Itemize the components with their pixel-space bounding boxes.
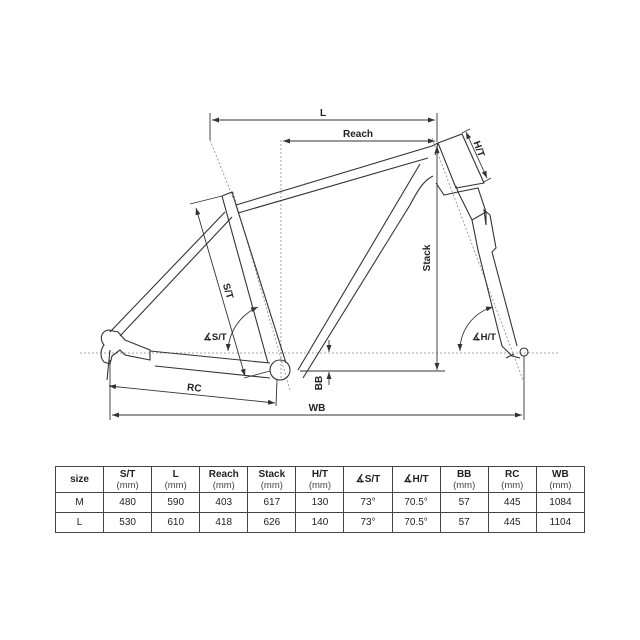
cell-seat-tube: 530 bbox=[103, 512, 153, 533]
header-chainstay: RC(mm) bbox=[487, 466, 537, 493]
label-wheelbase: WB bbox=[309, 403, 326, 414]
header-seat-tube: S/T(mm) bbox=[103, 466, 153, 493]
dimension-chainstay: RC bbox=[108, 379, 278, 407]
label-chainstay: RC bbox=[186, 382, 202, 394]
header-size: size bbox=[54, 466, 105, 493]
header-unit: (mm) bbox=[260, 479, 283, 491]
cell-length: 590 bbox=[151, 492, 201, 513]
header-label: L bbox=[172, 468, 179, 480]
header-head-tube-angle: ∡H/T bbox=[391, 466, 441, 493]
header-label: RC bbox=[505, 468, 520, 480]
header-head-tube: H/T(mm) bbox=[295, 466, 345, 493]
cell-chainstay: 445 bbox=[487, 492, 537, 513]
header-label: size bbox=[70, 474, 89, 485]
dimension-bb-drop: BB bbox=[314, 340, 332, 390]
cell-chainstay: 445 bbox=[487, 512, 537, 533]
header-label: WB bbox=[552, 468, 569, 480]
cell-size: M bbox=[54, 492, 105, 513]
dimension-head-tube: H/T bbox=[461, 128, 492, 183]
header-label: ∡H/T bbox=[403, 474, 429, 485]
header-unit: (mm) bbox=[116, 479, 139, 491]
header-reach: Reach(mm) bbox=[199, 466, 249, 493]
cell-wheelbase: 1104 bbox=[535, 512, 586, 533]
cell-stack: 626 bbox=[247, 512, 297, 533]
guide-lines bbox=[80, 137, 560, 391]
cell-head-tube-angle: 70.5° bbox=[391, 492, 441, 513]
header-wheelbase: WB(mm) bbox=[535, 466, 586, 493]
table-row-size-m: M 480 590 403 617 130 73° 70.5° 57 445 1… bbox=[54, 492, 586, 513]
cell-reach: 403 bbox=[199, 492, 249, 513]
dimension-L: L bbox=[209, 108, 438, 142]
header-label: S/T bbox=[119, 468, 136, 480]
header-label: H/T bbox=[311, 468, 328, 480]
header-label: BB bbox=[456, 468, 472, 480]
label-reach: Reach bbox=[343, 129, 373, 140]
cell-seat-tube: 480 bbox=[103, 492, 153, 513]
geometry-table: size S/T(mm) L(mm) Reach(mm) Stack(mm) H… bbox=[54, 466, 586, 533]
cell-bb-drop: 57 bbox=[439, 512, 489, 533]
frame-geometry-diagram: L Reach H/T Stack S/T ∡S/T ∡H/T RC bbox=[80, 108, 560, 420]
cell-size: L bbox=[54, 512, 105, 533]
bike-frame bbox=[100, 133, 529, 381]
label-head-tube: H/T bbox=[470, 140, 486, 159]
header-stack: Stack(mm) bbox=[247, 466, 297, 493]
label-seat-tube-angle: ∡S/T bbox=[203, 332, 226, 343]
cell-length: 610 bbox=[151, 512, 201, 533]
header-label: Stack bbox=[258, 468, 286, 480]
cell-head-tube: 140 bbox=[295, 512, 345, 533]
angle-head-tube: ∡H/T bbox=[457, 306, 496, 352]
cell-seat-tube-angle: 73° bbox=[343, 492, 393, 513]
cell-wheelbase: 1084 bbox=[535, 492, 586, 513]
header-label: Reach bbox=[208, 468, 239, 480]
header-unit: (mm) bbox=[164, 479, 187, 491]
header-label: ∡S/T bbox=[355, 474, 381, 485]
dimension-wheelbase: WB bbox=[109, 356, 525, 420]
header-seat-tube-angle: ∡S/T bbox=[343, 466, 393, 493]
cell-bb-drop: 57 bbox=[439, 492, 489, 513]
label-head-tube-angle: ∡H/T bbox=[472, 332, 496, 343]
header-unit: (mm) bbox=[453, 479, 476, 491]
table-row-size-l: L 530 610 418 626 140 73° 70.5° 57 445 1… bbox=[54, 512, 586, 533]
cell-stack: 617 bbox=[247, 492, 297, 513]
label-bb-drop: BB bbox=[314, 376, 325, 390]
header-unit: (mm) bbox=[308, 479, 331, 491]
header-unit: (mm) bbox=[212, 479, 235, 491]
header-length: L(mm) bbox=[151, 466, 201, 493]
label-seat-tube: S/T bbox=[220, 282, 235, 300]
header-bb-drop: BB(mm) bbox=[439, 466, 489, 493]
header-unit: (mm) bbox=[549, 479, 572, 491]
label-stack: Stack bbox=[422, 244, 433, 271]
angle-seat-tube: ∡S/T bbox=[203, 306, 259, 352]
cell-head-tube-angle: 70.5° bbox=[391, 512, 441, 533]
cell-head-tube: 130 bbox=[295, 492, 345, 513]
table-header-row: size S/T(mm) L(mm) Reach(mm) Stack(mm) H… bbox=[54, 466, 586, 493]
dimension-reach: Reach bbox=[283, 129, 435, 144]
cell-seat-tube-angle: 73° bbox=[343, 512, 393, 533]
cell-reach: 418 bbox=[199, 512, 249, 533]
header-unit: (mm) bbox=[501, 479, 524, 491]
label-L: L bbox=[320, 108, 326, 119]
bottom-bracket-shell bbox=[269, 359, 291, 381]
dimension-stack: Stack bbox=[300, 146, 445, 372]
